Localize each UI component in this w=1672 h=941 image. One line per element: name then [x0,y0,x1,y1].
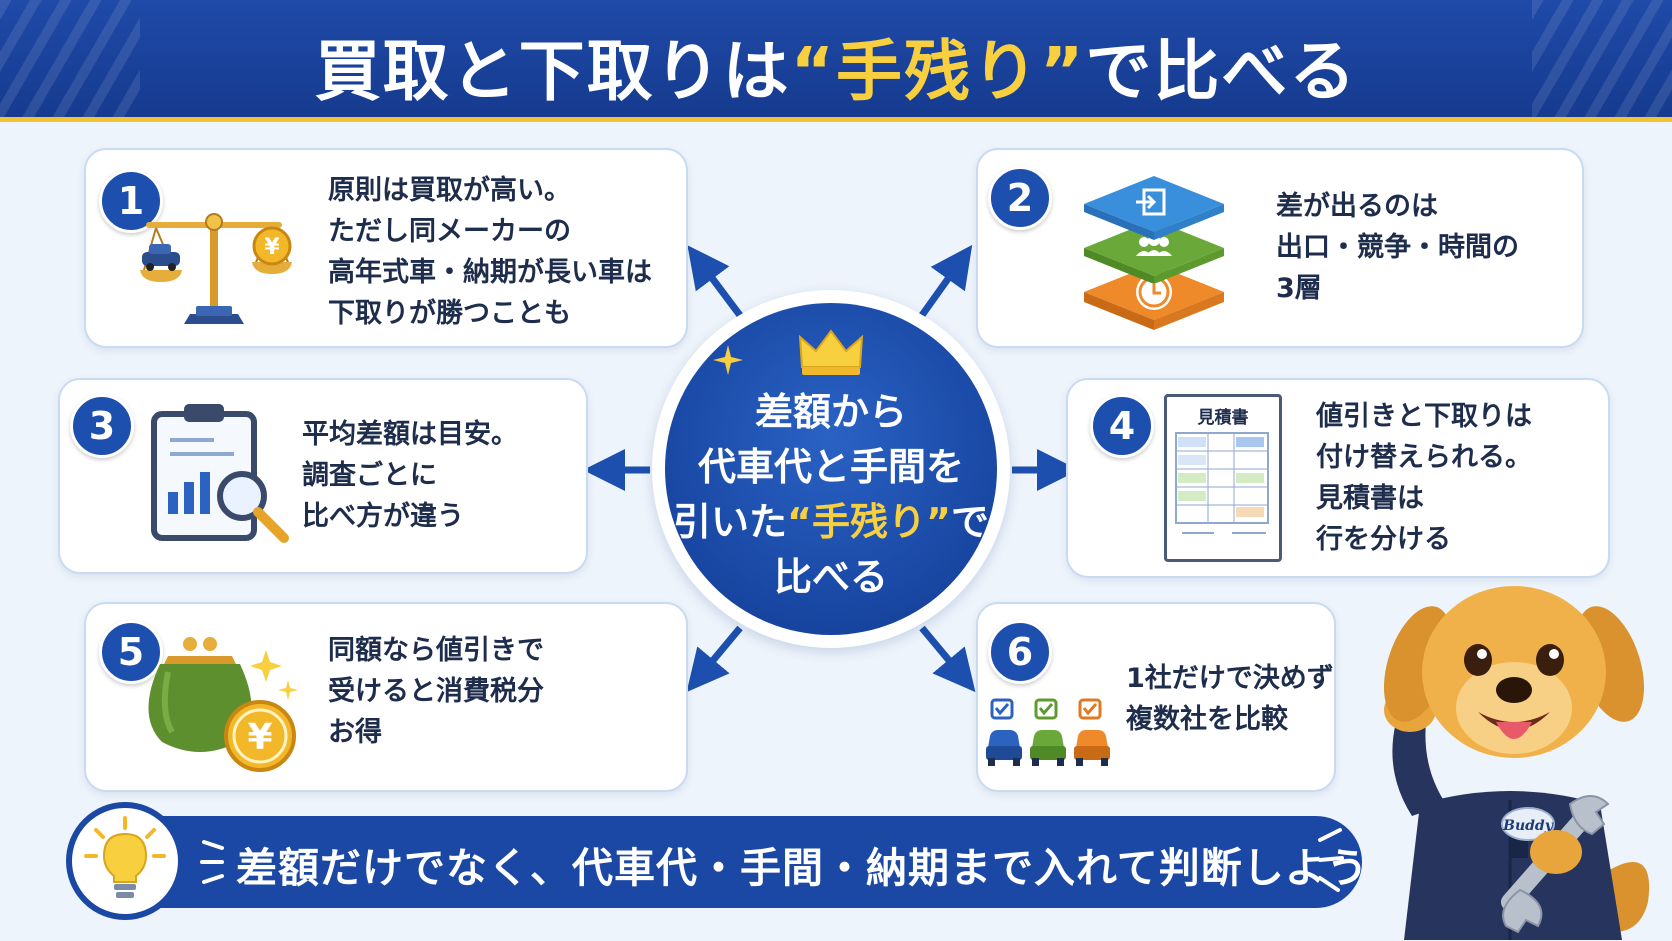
title-highlight: “手残り” [790,33,1086,110]
card-4-line-2: 付け替えられる。 [1316,442,1532,473]
card-3-text: 平均差額は目安。 調査ごとに 比べ方が違う [302,414,518,537]
header-stripes-right [1532,0,1672,117]
title-part-2: で比べる [1085,33,1358,110]
purse-yen-icon: ¥ [148,637,298,772]
card-5-line-3: お得 [328,717,382,748]
mascot-badge-text: Buddy [1502,818,1554,834]
svg-text:¥: ¥ [264,235,280,260]
card-2-line-1: 差が出るのは [1276,191,1438,222]
card-4-number-badge: 4 [1090,394,1154,458]
car-green-icon [1030,698,1066,766]
cars-checklist-icon [986,698,1110,766]
card-1-line-2: ただし同メーカーの [328,216,571,247]
card-1-line-1: 原則は買取が高い。 [328,175,571,206]
card-5-line-2: 受けると消費税分 [328,676,544,707]
card-4-line-3: 見積書は [1316,483,1424,514]
center-line-2: 代車代と手間を [697,445,964,489]
card-3-number-badge: 3 [70,394,134,458]
estimate-document-title: 見積書 [1197,408,1249,428]
center-highlight: “手残り” [787,500,951,544]
card-1-line-3: 高年式車・納期が長い車は [328,257,652,288]
card-2-line-3: 3層 [1276,273,1322,304]
estimate-table-graphic [1175,432,1269,534]
center-circle: 差額から 代車代と手間を 引いた“手残り”で 比べる [665,303,997,635]
card-4: 4 見積書 値引きと下取りは 付け替えられる。 見積書は 行を分ける [1066,378,1610,578]
card-6-line-2: 複数社を比較 [1126,704,1288,735]
center-line-3-part-1: 引いた [673,500,788,544]
card-2-number-badge: 2 [988,166,1052,230]
card-5-text: 同額なら値引きで 受けると消費税分 お得 [328,630,544,753]
bottom-message: 差額だけでなく、代車代・手間・納期まで入れて判断しよう [236,844,1369,892]
center-line-3-part-2: で [950,500,989,544]
arrow-to-card-1 [687,245,745,321]
emphasis-marks-left [200,840,224,884]
card-6-line-1: 1社だけで決めず [1126,663,1334,694]
card-1-line-4: 下取りが勝つことも [328,298,571,329]
car-orange-icon [1074,698,1110,766]
crown-icon [798,329,864,375]
sparkle-icon [713,345,743,375]
card-5: 5 ¥ 同額なら値引きで 受けると消費税分 お得 [84,602,688,792]
card-3: 3 平均差額は目安。 調査ごとに 比べ方が違う [58,378,588,574]
card-3-line-2: 調査ごとに [302,460,437,491]
title-part-1: 買取と下取りは [314,33,791,110]
car-blue-icon [986,698,1022,766]
bottom-banner: 差額だけでなく、代車代・手間・納期まで入れて判断しよう [116,816,1368,908]
header-banner: 買取と下取りは“手残り”で比べる [0,0,1672,122]
estimate-document-icon: 見積書 [1164,394,1282,562]
arrow-to-card-5 [686,625,743,693]
center-text: 差額から 代車代と手間を 引いた“手残り”で 比べる [665,385,997,605]
card-3-line-3: 比べ方が違う [302,501,464,532]
card-2-text: 差が出るのは 出口・競争・時間の 3層 [1276,186,1519,309]
card-4-line-4: 行を分ける [1316,524,1451,555]
card-4-text: 値引きと下取りは 付け替えられる。 見積書は 行を分ける [1316,396,1532,560]
emphasis-marks-right [1318,828,1344,892]
card-4-line-1: 値引きと下取りは [1316,401,1532,432]
page-title: 買取と下取りは“手残り”で比べる [0,18,1672,114]
mascot-dog: Buddy [1383,586,1650,940]
center-line-3: 引いた“手残り”で [665,495,997,550]
header-stripes-left [0,0,140,117]
clipboard-chart-icon [151,404,289,543]
scale-icon: ¥ [140,213,292,324]
card-5-number-badge: 5 [99,620,163,684]
card-5-line-1: 同額なら値引きで [328,635,544,666]
center-line-4: 比べる [773,555,888,599]
center-line-1: 差額から [754,390,907,434]
layers-icon [1084,176,1224,330]
card-6-number-badge: 6 [988,620,1052,684]
card-1-text: 原則は買取が高い。 ただし同メーカーの 高年式車・納期が長い車は 下取りが勝つこ… [328,170,652,334]
svg-text:¥: ¥ [247,717,272,758]
arrow-to-card-2 [917,244,973,321]
card-1: 1 ¥ 原則は買取が高い。 ただし同メーカーの 高年式車・納期が長い車は 下取り… [84,148,688,348]
card-2: 2 差が出るのは 出口・競争・時間の 3層 [976,148,1584,348]
lightbulb-icon [84,816,166,898]
lightbulb-badge [66,802,184,920]
card-6: 6 1社だけで決めず 複数社を比較 [976,602,1336,792]
card-2-line-2: 出口・競争・時間の [1276,232,1519,263]
card-3-line-1: 平均差額は目安。 [302,419,518,450]
card-6-text: 1社だけで決めず 複数社を比較 [1126,658,1334,740]
arrow-to-card-6 [919,625,976,693]
